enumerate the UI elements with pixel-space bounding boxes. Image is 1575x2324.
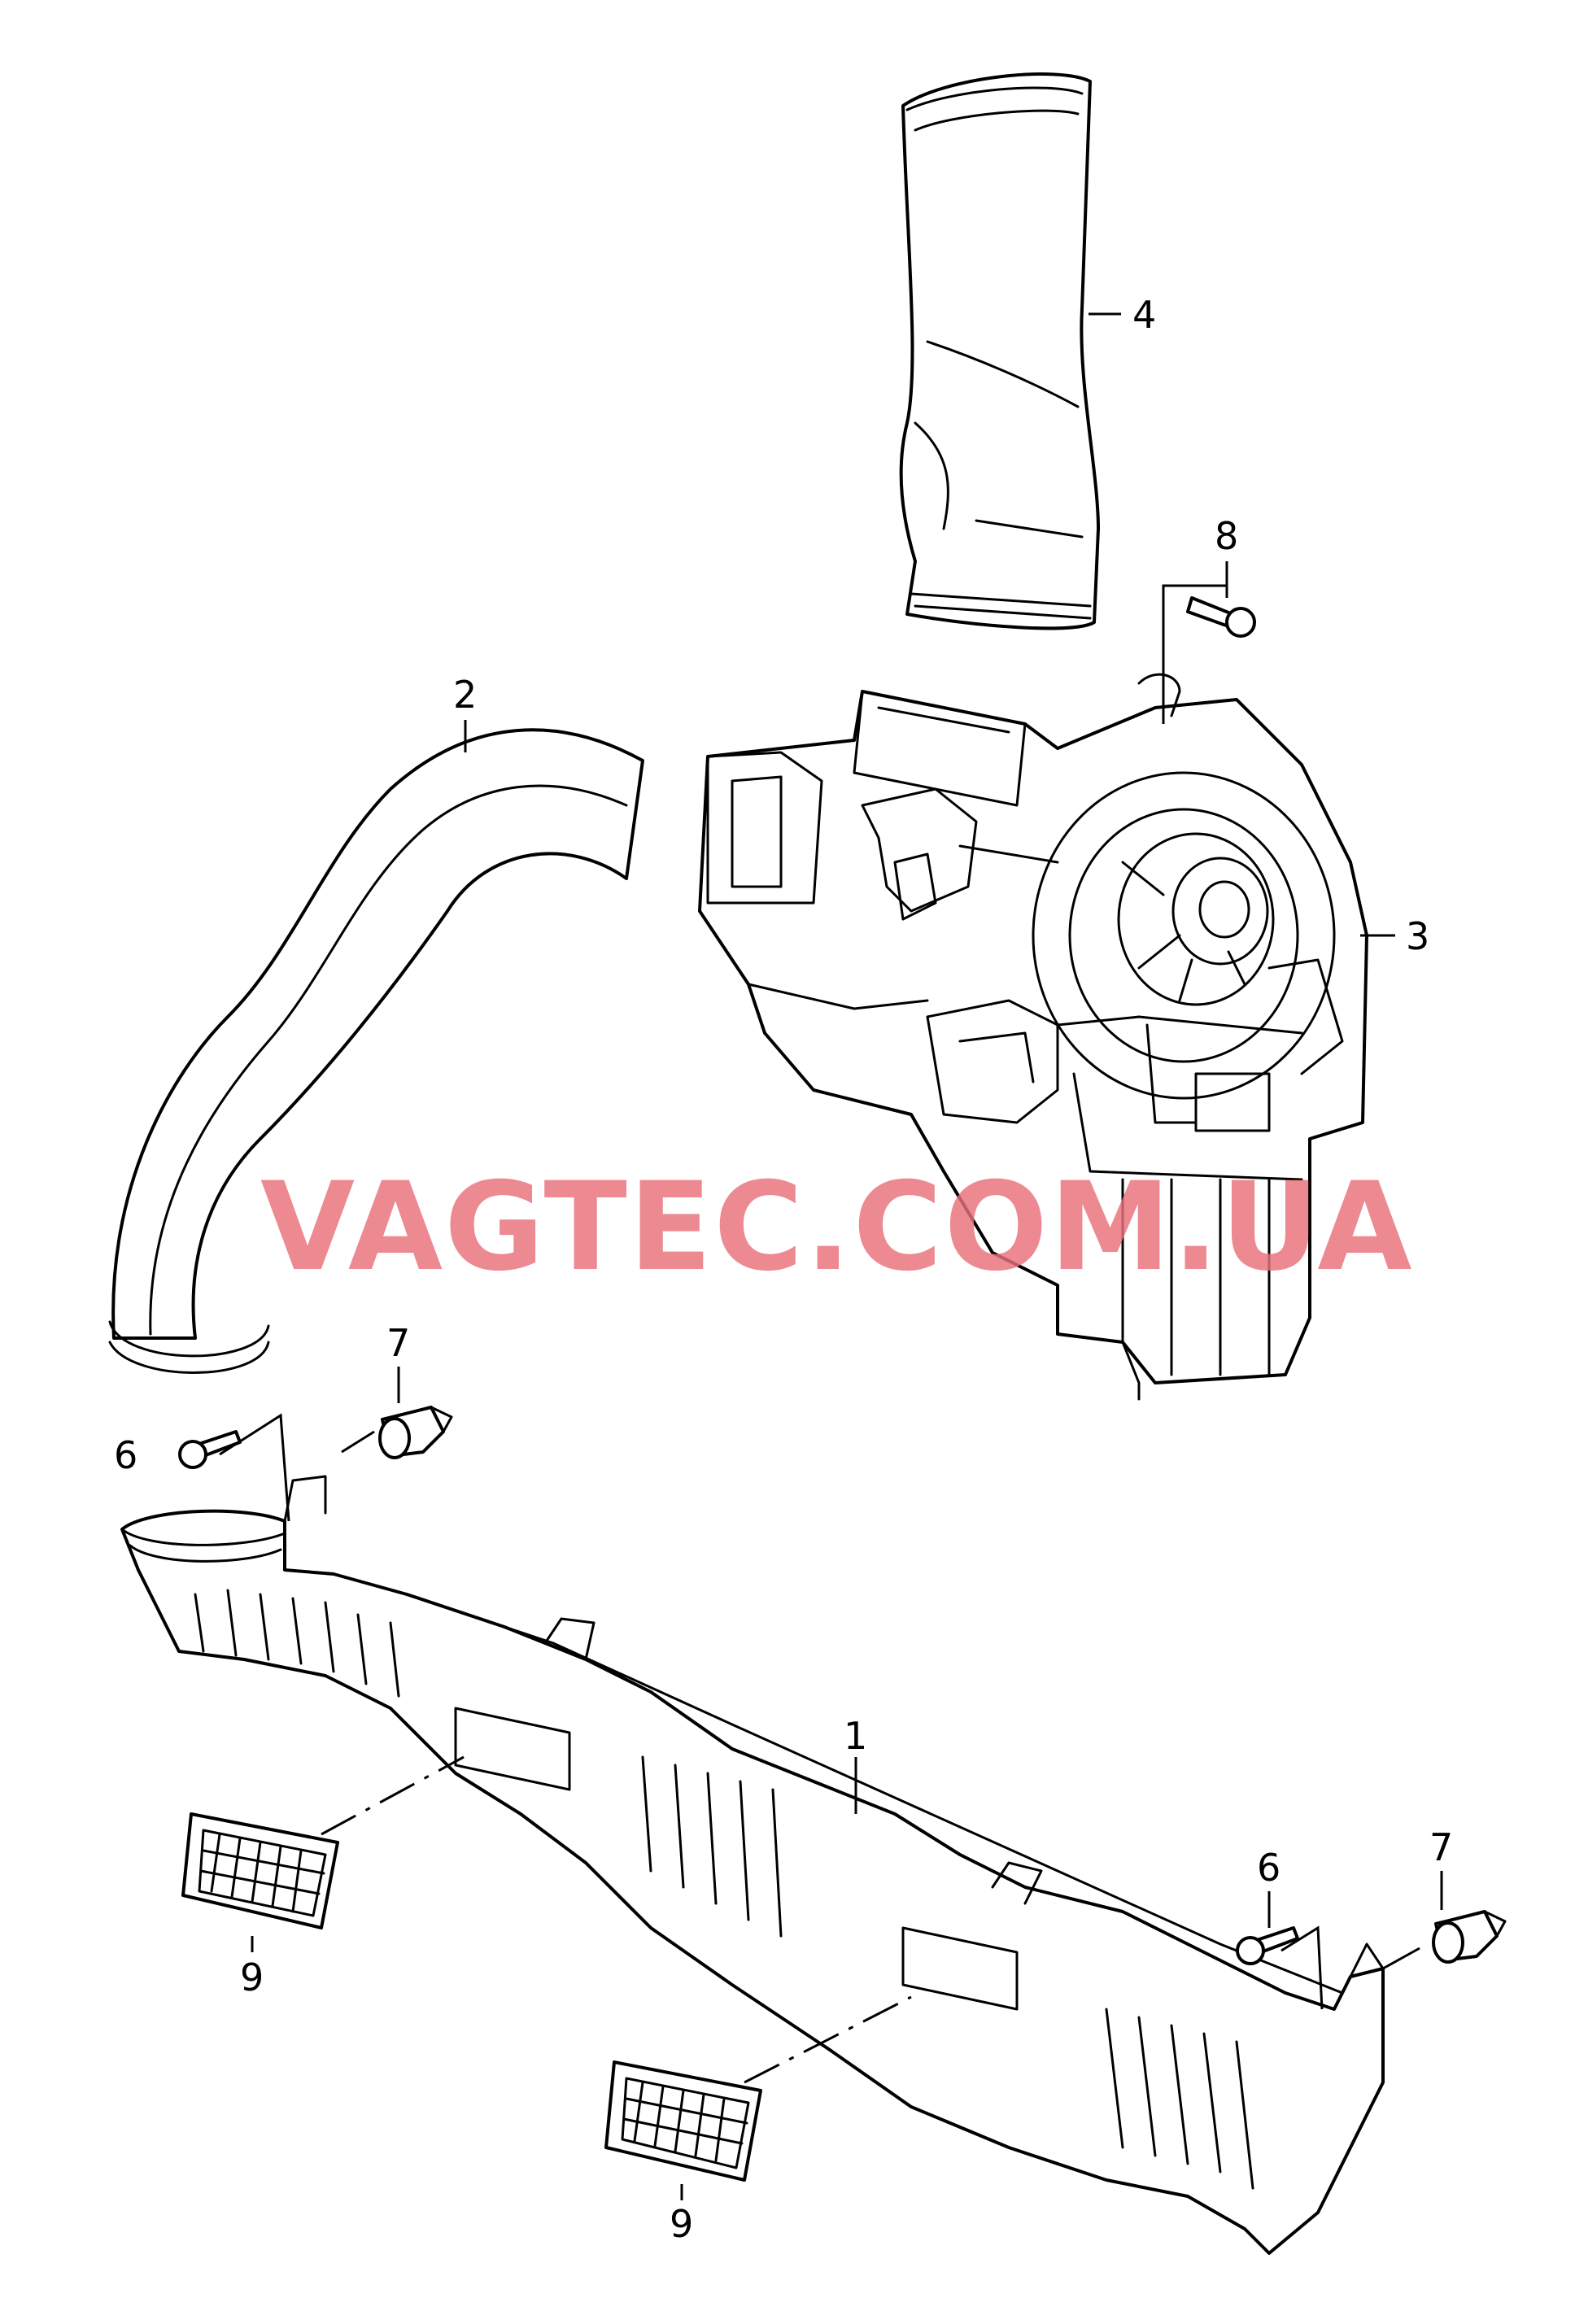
callout-7-lower: 7: [1429, 1825, 1453, 1869]
part-7-clip-lower: [1432, 1910, 1507, 1964]
part-1-lower-air-duct: [120, 1475, 1385, 2255]
part-4-air-duct: [899, 72, 1100, 630]
part-9-vent-grille-upper: [181, 1812, 339, 1929]
callout-6-lower: 6: [1257, 1846, 1281, 1890]
callout-3: 3: [1406, 914, 1429, 958]
callout-8: 8: [1215, 514, 1238, 558]
callout-9-lower: 9: [670, 2202, 693, 2246]
callout-labels: 4 2 3 8 1 6 7 9 9 6 7: [114, 293, 1453, 2246]
callout-9-upper: 9: [240, 1956, 264, 1999]
leader-lines: [219, 312, 1443, 2200]
part-2-air-duct: [108, 728, 644, 1374]
part-7-clip-upper: [378, 1406, 453, 1459]
callout-2: 2: [453, 673, 477, 717]
callout-7-upper: 7: [386, 1321, 410, 1365]
part-9-vent-grille-lower: [604, 2060, 762, 2182]
part-3-heater-blower-unit: [698, 673, 1368, 1401]
callout-1: 1: [844, 1714, 867, 1758]
callout-6-upper: 6: [114, 1433, 137, 1477]
part-8-screw: [1186, 596, 1256, 638]
callout-4: 4: [1132, 293, 1156, 337]
watermark: VAGTEC.COM.UA: [260, 1157, 1413, 1298]
part-6-screw-upper: [178, 1430, 242, 1469]
part-6-screw-lower: [1236, 1926, 1299, 1965]
